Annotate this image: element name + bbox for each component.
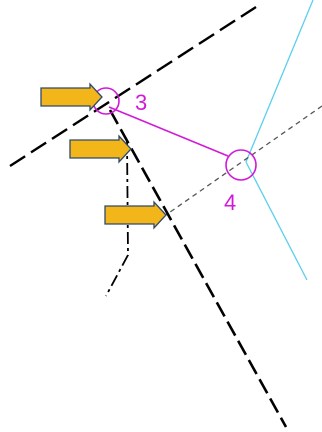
thin-dashed-line bbox=[162, 105, 322, 218]
point-3-label: 3 bbox=[135, 90, 147, 115]
diagonal-boundary-line bbox=[108, 109, 288, 428]
connector-line bbox=[108, 106, 229, 157]
arrow-middle bbox=[69, 134, 132, 164]
top-boundary-line bbox=[9, 5, 257, 168]
arrow-bottom bbox=[104, 200, 167, 230]
cyan-line-lower bbox=[245, 161, 308, 281]
point-4-marker bbox=[225, 149, 257, 181]
secondary-dashed-line bbox=[105, 139, 129, 297]
arrow-top bbox=[40, 82, 103, 112]
point-4-label: 4 bbox=[224, 190, 236, 215]
cyan-line bbox=[245, 0, 314, 163]
